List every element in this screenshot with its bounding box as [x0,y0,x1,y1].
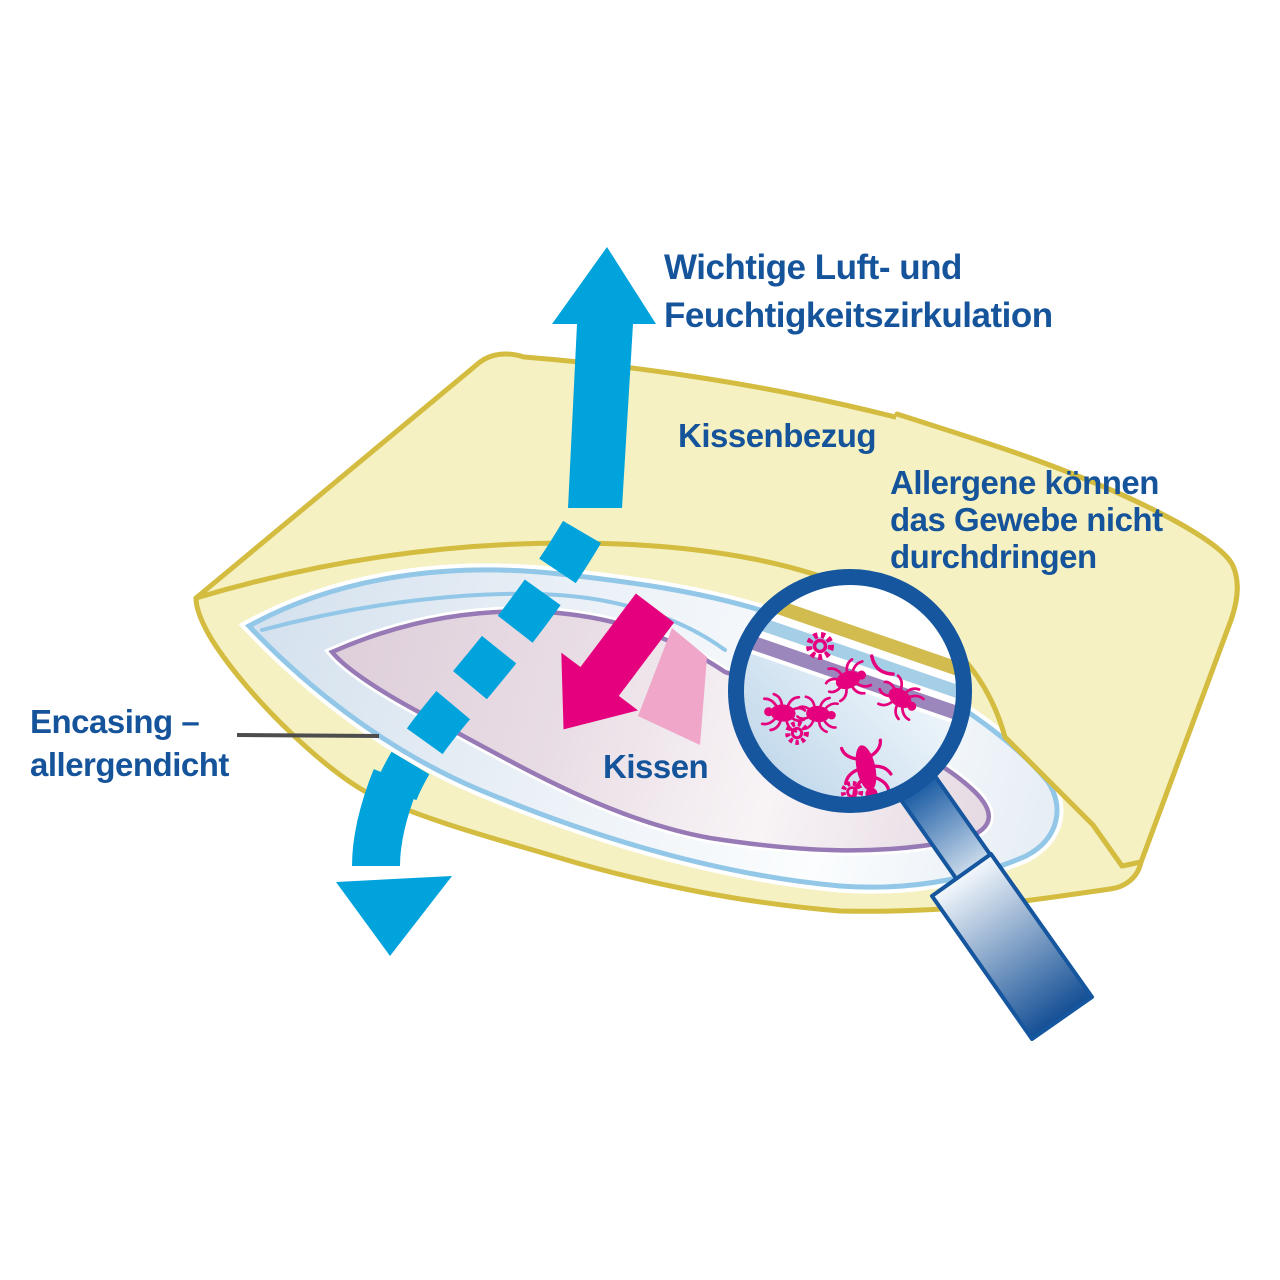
label-allergens-line2: das Gewebe nicht [890,501,1163,538]
magnifier-grip [930,852,1094,1041]
label-pillowcase-text: Kissenbezug [678,417,877,454]
air-flow-down-arrow [336,769,452,956]
encasing-inner-rim [260,591,727,652]
label-encasing: Encasing – allergendicht [30,700,229,786]
label-pillow: Kissen [603,748,709,785]
air-flow-up-arrow [552,247,656,508]
label-encasing-line2: allergendicht [30,746,229,783]
magnifier-ring [728,569,972,813]
encasing-callout-line [236,733,380,738]
label-air-circulation-line2: Feuchtigkeitszirkulation [664,296,1053,335]
label-pillowcase: Kissenbezug [678,417,877,454]
label-pillow-text: Kissen [603,748,709,785]
allergen-blocked-arrow [561,593,675,730]
label-air-circulation: Wichtige Luft- und Feuchtigkeitszirkulat… [664,244,1053,340]
label-air-circulation-line1: Wichtige Luft- und [664,248,962,287]
label-allergens-blocked: Allergene können das Gewebe nicht durchd… [890,464,1163,575]
allergen-bounce-band [638,628,707,745]
magnifier [728,569,1094,1041]
label-allergens-line3: durchdringen [890,538,1097,575]
magnifier-contents [743,584,957,798]
label-encasing-line1: Encasing – [30,703,200,740]
label-allergens-line1: Allergene können [890,464,1159,501]
